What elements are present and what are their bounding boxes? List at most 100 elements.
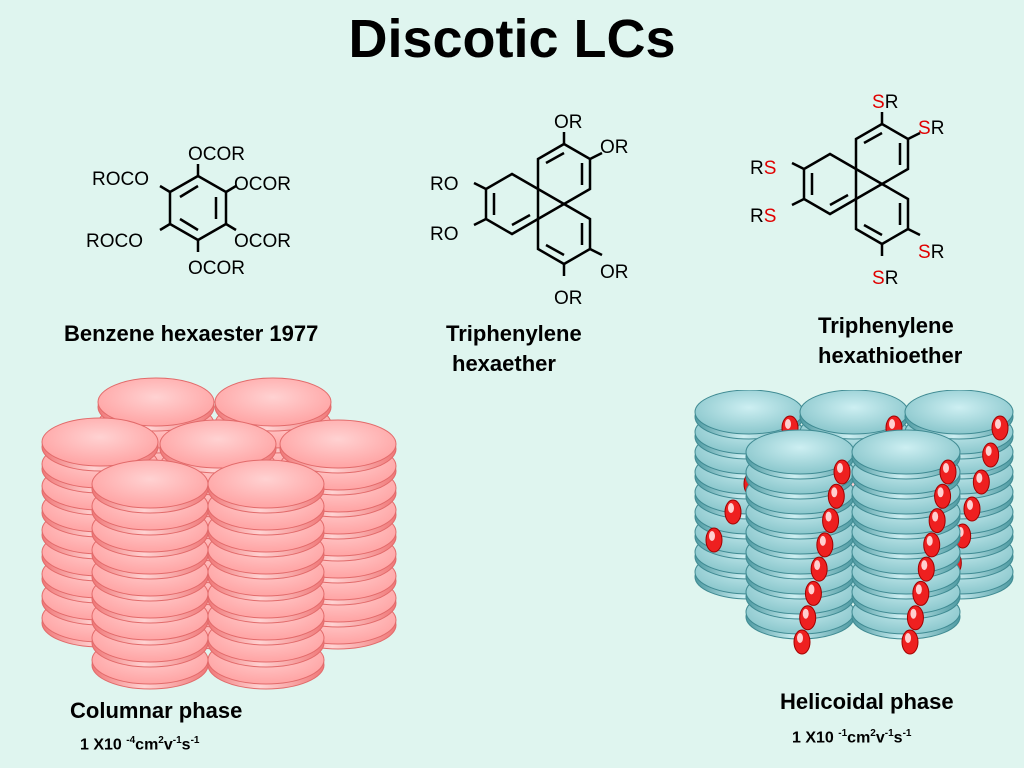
helix-bead-highlight — [921, 560, 928, 571]
ether-group-1: OR — [554, 112, 583, 133]
helix-bead-highlight — [808, 584, 815, 595]
thio-s-atom: S — [764, 206, 777, 227]
thio-s-atom: S — [764, 158, 777, 179]
helix-bead-highlight — [995, 419, 1001, 429]
mobility-exp: 2 — [870, 728, 876, 739]
helix-bead-highlight — [937, 487, 944, 498]
helicoidal-phase-illustration — [694, 390, 1014, 655]
thio-s-atom: S — [918, 118, 931, 139]
triphenylene-hexaether-structure: OR OR OR OR RO RO — [430, 112, 629, 308]
thio-r-group: R — [750, 206, 764, 227]
helix-bead — [928, 508, 946, 534]
mobility-unit: s — [181, 736, 191, 754]
thio-r-group: R — [931, 118, 945, 139]
mobility-exp: -1 — [172, 735, 182, 746]
benzene-group-bottom-left: ROCO — [86, 231, 143, 252]
ether-group-5: RO — [430, 174, 459, 195]
disc-stack — [207, 459, 325, 690]
helix-bead-highlight — [932, 511, 939, 522]
helix-bead-highlight — [709, 531, 715, 541]
helix-bead-highlight — [926, 535, 933, 546]
mobility-unit: v — [163, 736, 173, 754]
helix-bead — [724, 499, 742, 525]
helix-bead — [982, 442, 1000, 468]
helix-bead-highlight — [825, 511, 832, 522]
thio-s-atom: S — [872, 92, 885, 113]
mobility-exp: -4 — [126, 735, 136, 746]
mobility-exp: -1 — [838, 728, 848, 739]
benzene-group-bottom-right: OCOR — [234, 231, 291, 252]
benzene-hexaester-label: Benzene hexaester 1977 — [64, 321, 319, 346]
helix-bead-highlight — [728, 503, 734, 513]
helix-bead-highlight — [910, 608, 917, 619]
triphenylene-hexathioether-structure: SR SR SR SR RS RS — [750, 92, 944, 288]
helix-bead — [816, 532, 834, 558]
helix-bead — [810, 556, 828, 582]
helix-bead-highlight — [967, 500, 973, 510]
ether-group-2: OR — [600, 137, 629, 158]
helix-beads — [793, 459, 851, 655]
helix-bead-highlight — [797, 633, 803, 643]
columnar-phase-label: Columnar phase — [70, 698, 243, 723]
thio-r-group: R — [931, 242, 945, 263]
helicoidal-mobility: 1 X10 -1cm2v-1s-1 — [792, 728, 911, 747]
mobility-prefix: 1 X10 — [80, 736, 127, 754]
thio-group-4: SR — [872, 268, 898, 288]
helix-bead-highlight — [819, 535, 826, 546]
hexathioether-label-line2: hexathioether — [818, 343, 963, 368]
ether-group-6: RO — [430, 224, 459, 245]
disc-top — [41, 417, 159, 467]
helix-bead — [705, 527, 723, 553]
disc-top — [91, 459, 209, 509]
helix-bead — [799, 605, 817, 631]
helix-bead-highlight — [837, 463, 843, 473]
slide-title: Discotic LCs — [348, 9, 676, 69]
helix-bead — [939, 459, 957, 485]
helix-bead — [827, 483, 845, 509]
thio-group-2: SR — [918, 118, 944, 139]
thio-group-3: SR — [918, 242, 944, 263]
helix-bead — [972, 469, 990, 495]
mobility-prefix: 1 X10 — [792, 729, 839, 747]
hexaether-label-line1: Triphenylene — [446, 321, 582, 346]
mobility-exp: -1 — [902, 728, 912, 739]
mobility-exp: -1 — [190, 735, 200, 746]
benzene-group-bottom: OCOR — [188, 258, 245, 279]
helix-bead-highlight — [785, 419, 791, 429]
disc-top — [159, 419, 277, 469]
hexaether-label-line2: hexaether — [452, 351, 556, 376]
helix-bead — [906, 605, 924, 631]
helix-bead-highlight — [889, 419, 895, 429]
helix-bead-highlight — [802, 608, 809, 619]
helix-bead-highlight — [814, 560, 821, 571]
ether-group-4: OR — [554, 288, 583, 308]
helix-bead — [804, 580, 822, 606]
helix-bead-highlight — [976, 473, 983, 483]
mobility-unit: cm — [135, 736, 159, 754]
mobility-unit: cm — [847, 729, 871, 747]
thio-group-1: SR — [872, 92, 898, 113]
mobility-exp: -1 — [884, 728, 894, 739]
helix-bead — [963, 496, 981, 522]
thio-r-group: R — [885, 268, 899, 288]
helix-bead — [793, 629, 811, 655]
mobility-unit: s — [893, 729, 903, 747]
helix-beads — [901, 459, 957, 655]
disc-stack — [91, 459, 209, 690]
thio-s-atom: S — [918, 242, 931, 263]
helix-bead — [901, 629, 919, 655]
benzene-group-top-left: ROCO — [92, 169, 149, 190]
columnar-phase-illustration — [41, 377, 397, 690]
helicoidal-phase-label: Helicoidal phase — [780, 689, 954, 714]
disc-top — [214, 377, 332, 427]
helix-bead — [923, 532, 941, 558]
helix-bead — [991, 415, 1009, 441]
disc-top — [97, 377, 215, 427]
benzene-group-top-right: OCOR — [234, 174, 291, 195]
thio-group-6: RS — [750, 206, 776, 227]
disc-top — [279, 419, 397, 469]
benzene-hexaester-structure: OCOR OCOR OCOR OCOR ROCO ROCO — [86, 144, 291, 279]
disc-top — [851, 429, 961, 475]
mobility-unit: v — [875, 729, 885, 747]
thio-r-group: R — [885, 92, 899, 113]
